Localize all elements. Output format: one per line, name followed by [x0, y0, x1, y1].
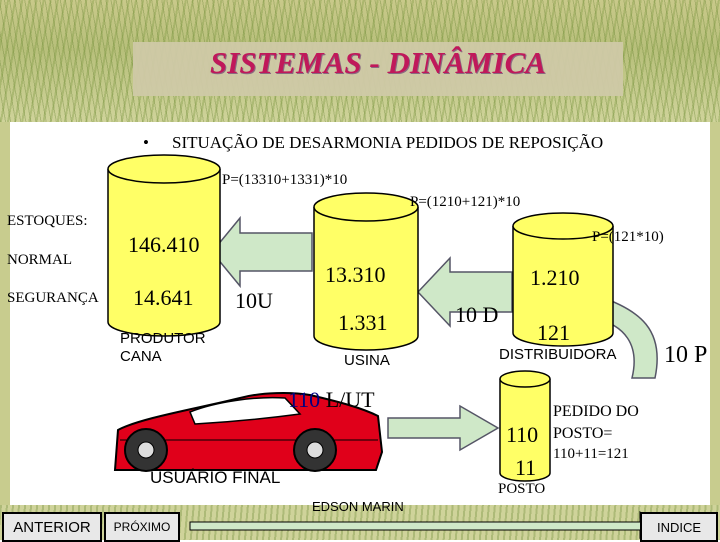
arrow-left-usina — [211, 215, 313, 289]
usina-normal-value: 13.310 — [325, 262, 386, 287]
produtor-seguranca-value: 14.641 — [133, 285, 194, 310]
car-consumption-unit: L/UT — [320, 387, 375, 412]
label-p-posto: P=(121*10) — [592, 229, 664, 245]
bullet-icon: • — [143, 133, 149, 152]
cylinder-produtor — [107, 154, 221, 337]
produtor-name-line1: PRODUTOR — [120, 330, 206, 347]
indice-button[interactable]: INDICE — [640, 512, 718, 542]
usina-name: USINA — [344, 352, 390, 369]
subtitle: SITUAÇÃO DE DESARMONIA PEDIDOS DE REPOSI… — [172, 133, 604, 152]
arrow-label-10u: 10U — [235, 288, 273, 313]
label-estoques: ESTOQUES: — [7, 213, 88, 229]
label-p-distrib: P=(1210+121)*10 — [410, 194, 521, 210]
posto-seguranca-value: 11 — [515, 455, 537, 480]
distrib-name: DISTRIBUIDORA — [499, 346, 617, 363]
label-normal: NORMAL — [7, 252, 73, 268]
slide-title: SISTEMAS - DINÂMICA — [210, 45, 546, 80]
car-consumption: 110 L/UT — [288, 387, 375, 413]
arrow-label-10d: 10 D — [455, 302, 499, 327]
cylinder-usina — [313, 192, 419, 351]
anterior-button[interactable]: ANTERIOR — [2, 512, 102, 542]
usina-seguranca-value: 1.331 — [338, 310, 388, 335]
arrow-left-distrib — [416, 256, 513, 328]
grass-border-left — [0, 122, 10, 540]
cylinder-distribuidora — [512, 212, 614, 347]
label-seguranca: SEGURANÇA — [7, 290, 99, 306]
pedido-line1: PEDIDO DO — [553, 403, 639, 420]
distrib-normal-value: 1.210 — [530, 265, 580, 290]
posto-name: POSTO — [498, 481, 546, 497]
cylinder-posto — [499, 370, 551, 482]
distrib-seguranca-value: 121 — [537, 320, 570, 345]
produtor-normal-value: 146.410 — [128, 232, 200, 257]
prev-arrow-icon — [189, 510, 657, 539]
arrow-car-posto — [387, 404, 500, 452]
posto-normal-value: 110 — [506, 422, 539, 447]
usuario-final-label: USUÁRIO FINAL — [150, 468, 281, 487]
car-consumption-value: 110 — [288, 387, 321, 412]
pedido-line3: 110+11=121 — [553, 446, 629, 462]
grass-border-right — [710, 122, 720, 540]
title-box — [133, 42, 623, 96]
proximo-button[interactable]: PRÓXIMO — [104, 512, 180, 542]
car-illustration — [113, 392, 384, 472]
pedido-line2: POSTO= — [553, 425, 613, 442]
arrow-label-10p: 10 P — [664, 342, 708, 368]
label-p-usina: P=(13310+1331)*10 — [222, 172, 348, 188]
produtor-name-line2: CANA — [120, 348, 162, 365]
author: EDSON MARIN — [312, 499, 404, 514]
